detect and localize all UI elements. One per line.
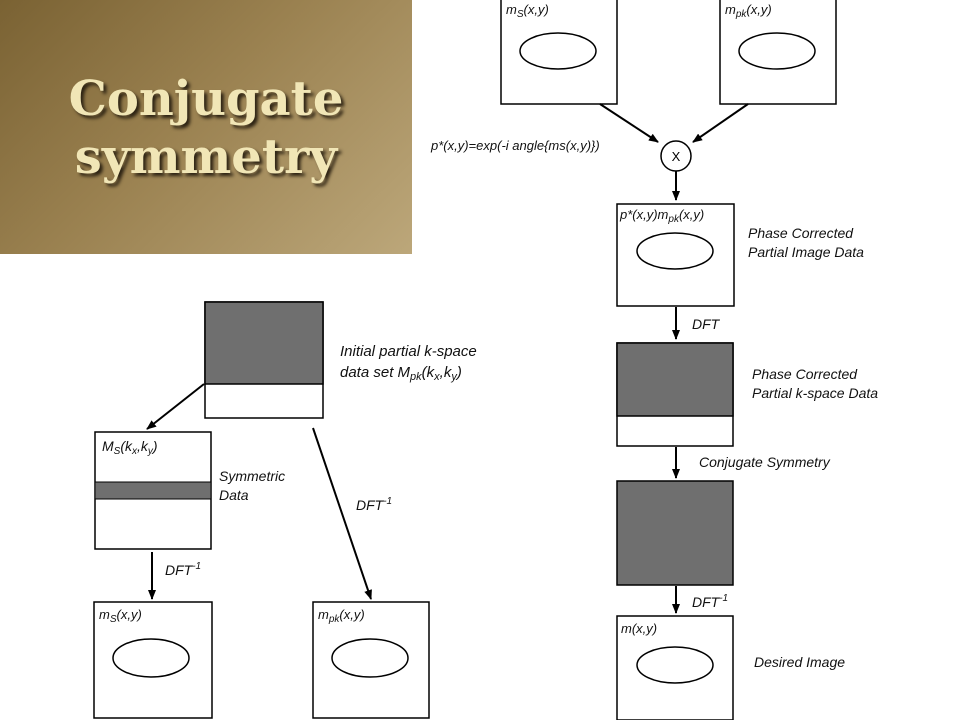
ms-kspace-box-label: MS(kx,ky) [102,438,158,457]
ms-top-ellipse [519,32,597,70]
title-line-2: symmetry [74,129,338,185]
product-box [616,203,735,307]
phase-kspace-label-line1: Phase Corrected [752,366,858,382]
conjugate-symmetry-label: Conjugate Symmetry [699,454,831,470]
partial-kspace-fill [204,301,324,385]
product-box-label: p*(x,y)mpk(x,y) [619,207,704,225]
arrow-ms-to-multiply [599,103,659,143]
phase-image-label-line1: Phase Corrected [748,225,854,241]
arrow-mpk-to-multiply [692,103,749,143]
dft-label: DFT [692,316,721,332]
product-ellipse [636,232,714,270]
ms-kspace-box [94,431,212,550]
ms-image-ellipse [112,638,190,678]
desired-image-label: Desired Image [754,654,845,670]
initial-kspace-label-prefix: data set M [340,364,411,381]
symmetric-label-line2: Data [219,487,249,503]
ms-image-box [93,601,213,719]
mpk-top-label: mpk(x,y) [725,2,772,20]
ms-top-box [500,0,618,105]
mpk-top-ellipse [738,32,816,70]
mpk-image-label: mpk(x,y) [318,607,365,625]
initial-kspace-box [204,301,324,419]
initial-kspace-label-line1: Initial partial k-space [340,343,477,360]
dft-inverse-label: DFT-1 [692,593,728,610]
ms-image-label: mS(x,y) [99,607,142,625]
initial-kspace-label-line2: data set Mpk(kx,ky) [340,364,462,383]
ms-top-label: mS(x,y) [506,2,549,20]
slide-title: Conjugate symmetry [0,70,412,186]
symmetric-label-line1: Symmetric [219,468,285,484]
phase-kspace-box [616,342,734,447]
phase-formula: p*(x,y)=exp(-i angle{ms(x,y)}) [430,138,600,153]
title-panel: Conjugate symmetry [0,0,412,254]
symmetric-strip [94,481,212,500]
arrow-to-mpk-image [312,427,372,600]
dft-inverse-left-label: DFT-1 [165,561,201,578]
full-kspace-box [616,480,734,586]
title-line-1: Conjugate [68,71,344,127]
final-image-box [616,615,734,720]
multiply-symbol: X [672,149,681,164]
dft-inverse-right-label: DFT-1 [356,496,392,513]
final-image-ellipse [636,646,714,684]
phase-image-label-line2: Partial Image Data [748,244,864,260]
arrow-to-symmetric [146,383,205,430]
final-image-label: m(x,y) [621,621,657,636]
mpk-top-box [719,0,837,105]
phase-kspace-label-line2: Partial k-space Data [752,385,878,401]
mpk-image-box [312,601,430,719]
phase-kspace-fill [616,342,734,417]
mpk-image-ellipse [331,638,409,678]
